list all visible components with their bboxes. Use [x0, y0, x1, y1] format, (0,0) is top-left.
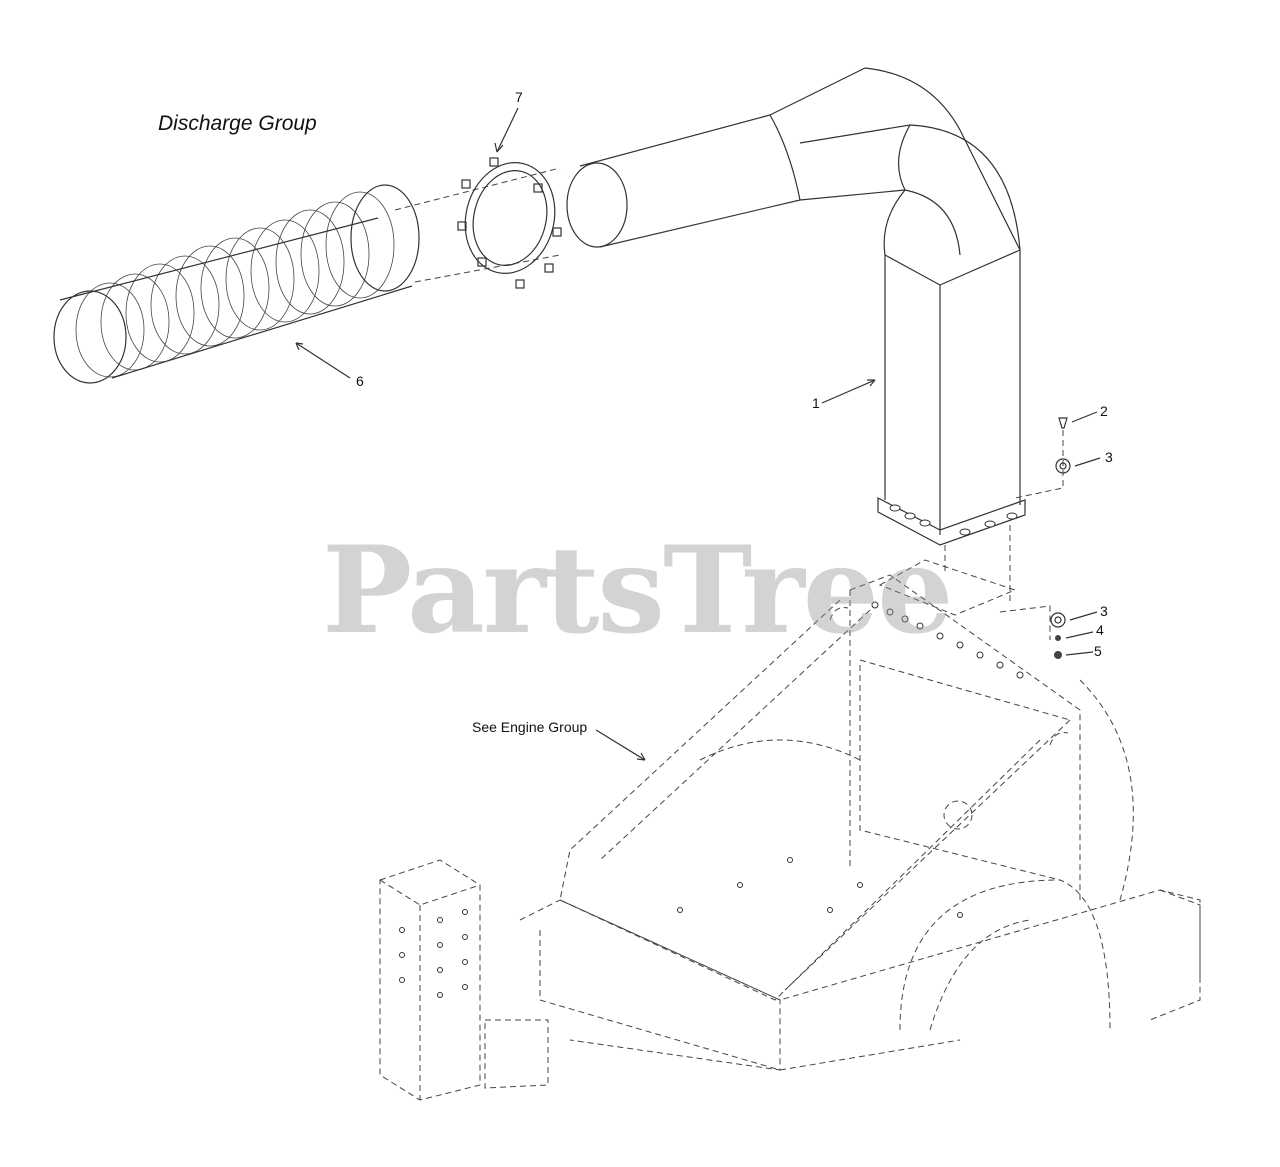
callout-7: 7	[515, 89, 523, 105]
diagram-title: Discharge Group	[158, 112, 317, 135]
discharge-pipe	[566, 67, 1026, 605]
callout-2: 2	[1100, 403, 1108, 419]
callout-1: 1	[812, 395, 820, 411]
callout-6: 6	[356, 373, 364, 389]
hardware	[999, 417, 1071, 659]
watermark: PartsTree	[322, 520, 953, 661]
callout-3-upper: 3	[1105, 449, 1113, 465]
callout-4: 4	[1096, 622, 1104, 638]
callout-5: 5	[1094, 643, 1102, 659]
see-engine-group-note: See Engine Group	[472, 719, 588, 735]
callout-3-lower: 3	[1100, 603, 1108, 619]
leader-lines	[295, 107, 1101, 761]
discharge-hose	[53, 167, 561, 384]
clamp-ring	[457, 157, 562, 289]
blower-frame	[379, 559, 1201, 1101]
